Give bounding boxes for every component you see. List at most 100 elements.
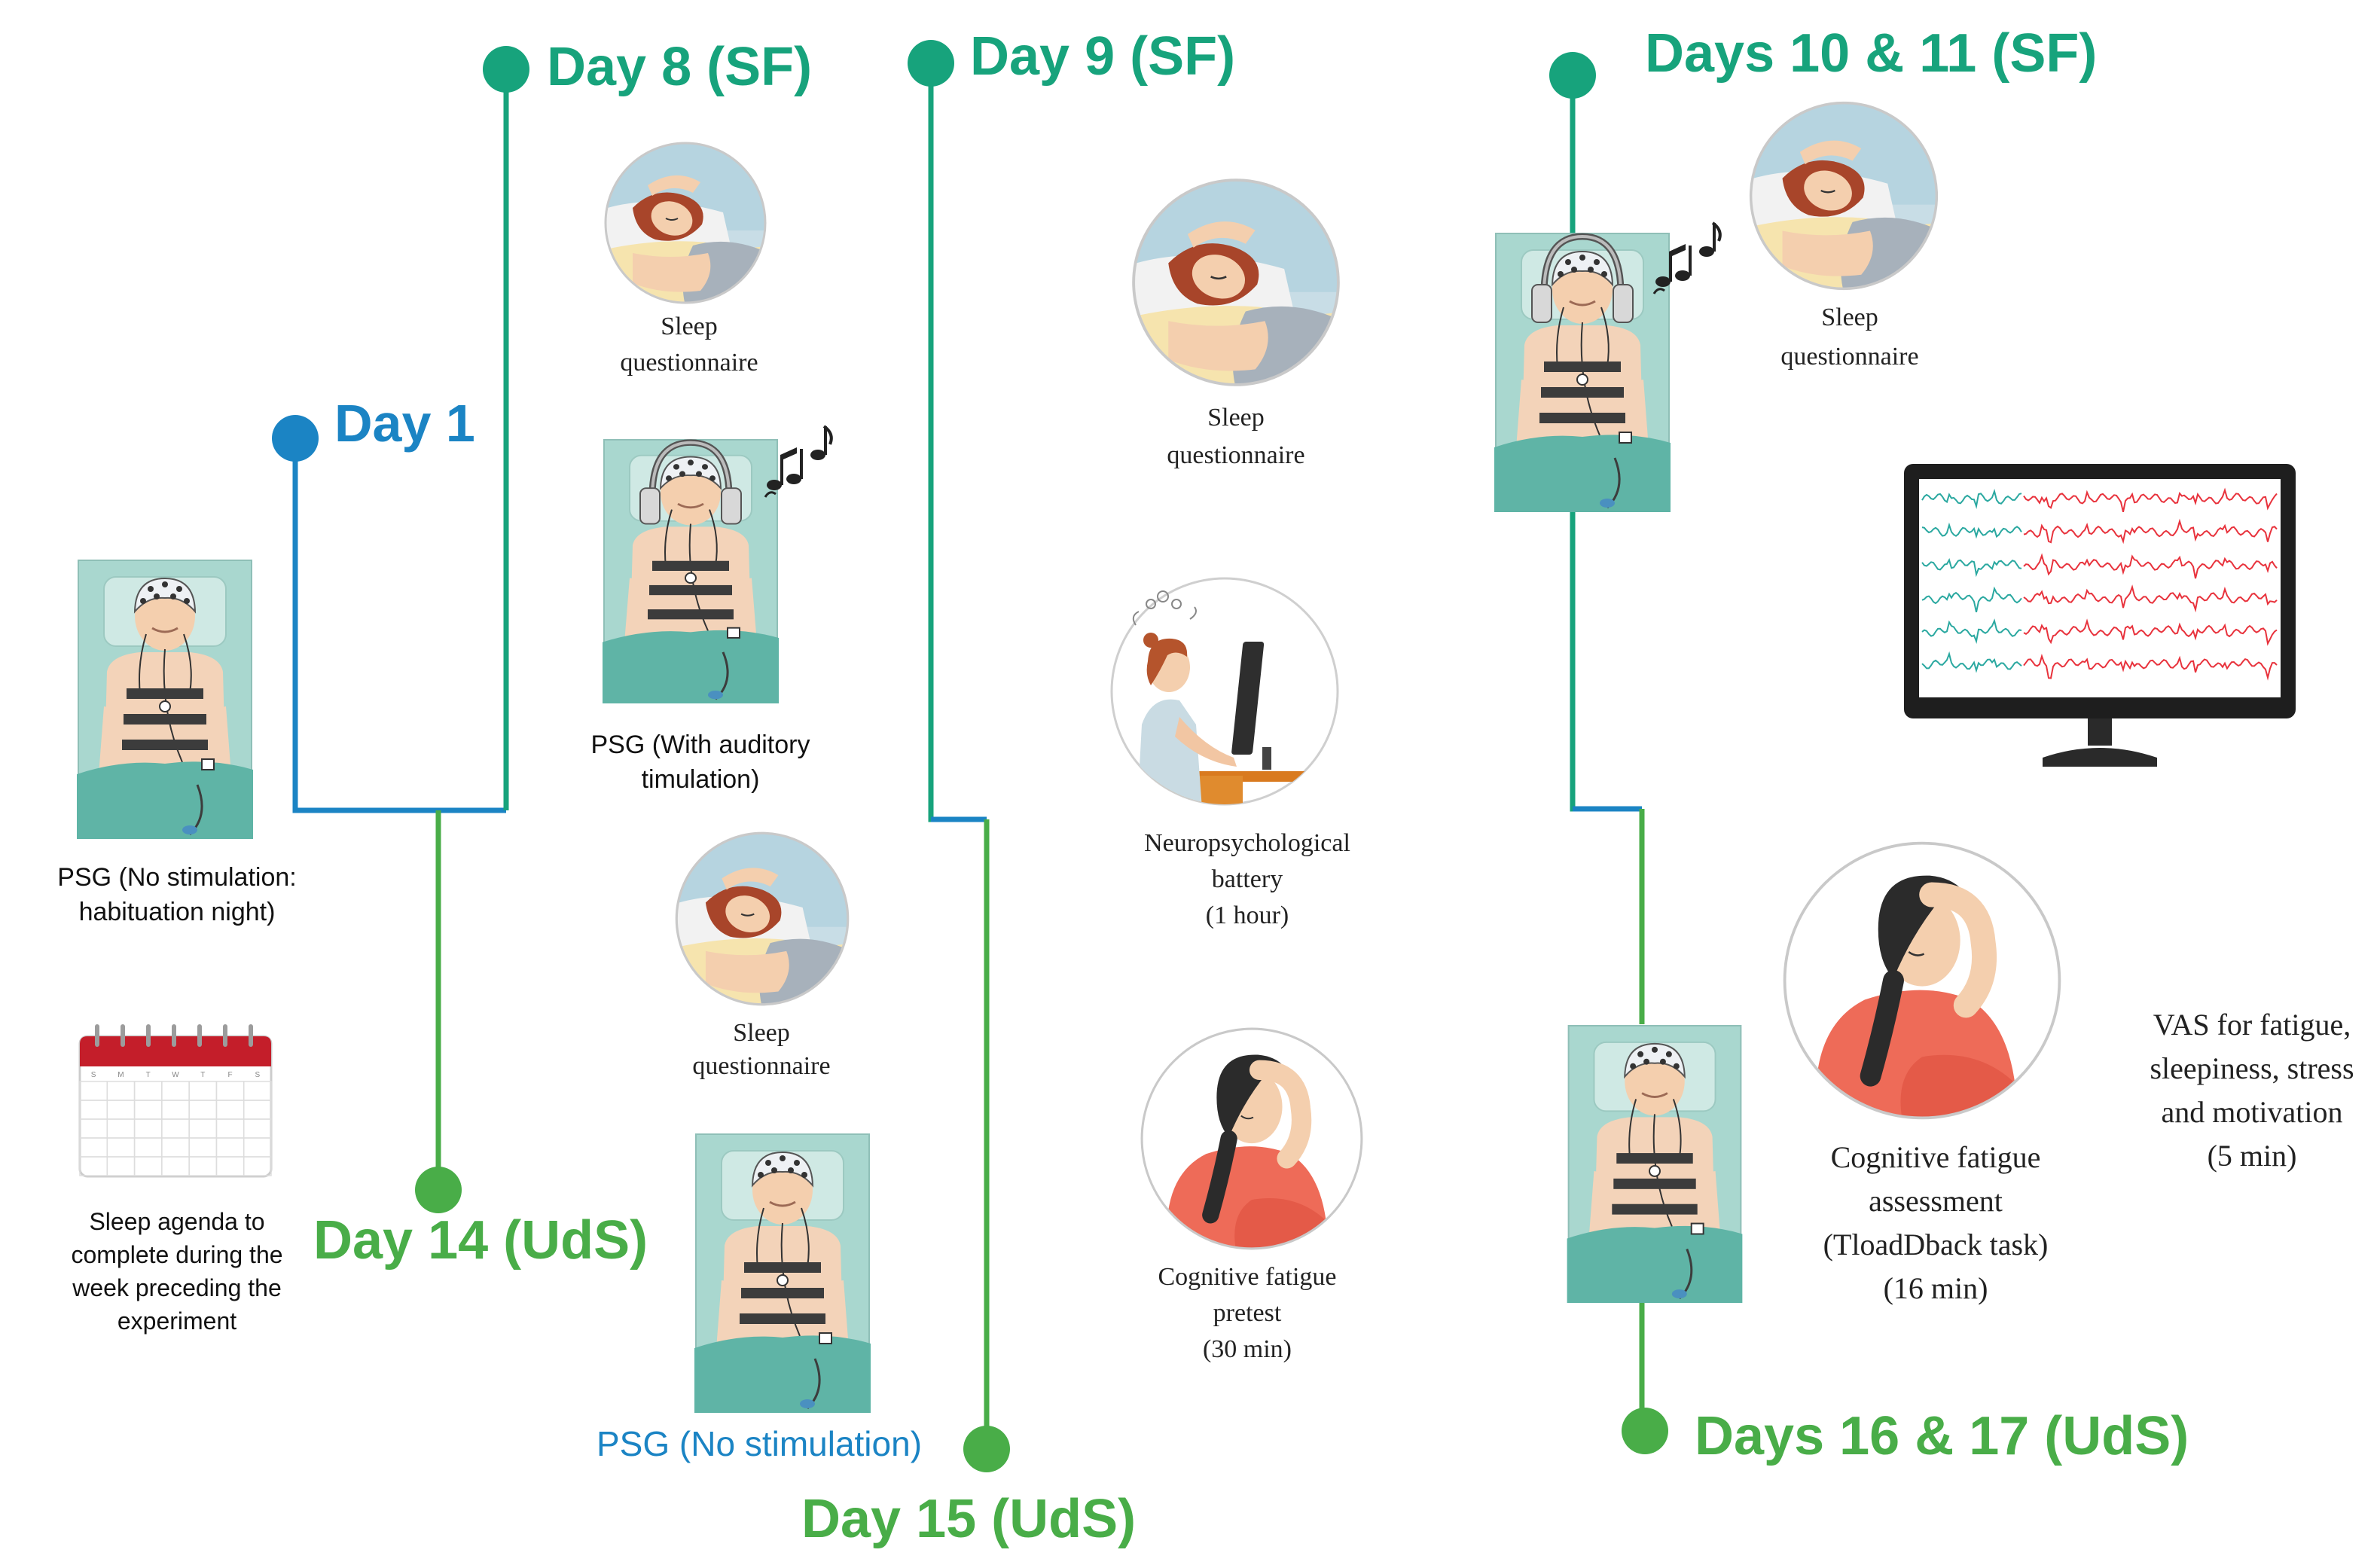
day14-label: Day 14 (UdS) <box>313 1210 648 1271</box>
sleep-questionnaire-caption: Sleep questionnaire <box>587 309 791 381</box>
sleeping-woman-illustration <box>1749 101 1939 291</box>
eeg-trace-segment <box>2023 618 2278 646</box>
caption-line: questionnaire <box>1780 343 1919 371</box>
sleeping-woman-illustration <box>1132 178 1340 386</box>
eeg-trace-segment <box>1921 489 2022 510</box>
eeg-trace-segment <box>2023 653 2278 681</box>
caption-line: week preceding the <box>72 1274 282 1301</box>
caption-line: PSG (No stimulation: <box>57 863 297 892</box>
caption-line: habituation night) <box>78 898 276 926</box>
fatigued-woman-illustration <box>1783 841 2061 1120</box>
calendar-weekday: S <box>91 1071 96 1079</box>
caption-line: questionnaire <box>692 1052 831 1080</box>
sleep-questionnaire-caption: Sleep questionnaire <box>1744 298 1955 377</box>
psg-patient-illustration <box>1567 1024 1743 1303</box>
day8-branch <box>483 46 529 810</box>
music-notes-icon <box>1652 221 1722 294</box>
neuropsychological-battery-caption: Neuropsychological battery (1 hour) <box>1119 825 1375 934</box>
caption-line: assessment <box>1869 1184 2003 1218</box>
calendar-ring <box>197 1024 202 1047</box>
eeg-trace-segment <box>1921 558 2022 578</box>
caption-line: and motivation <box>2161 1095 2343 1129</box>
day15-label: Day 15 (UdS) <box>801 1489 1137 1549</box>
calendar-rings <box>95 1024 253 1047</box>
eeg-trace-segment <box>2023 487 2278 513</box>
psg-habituation-caption: PSG (No stimulation: habituation night) <box>15 860 339 929</box>
psg-auditory-caption: PSG (With auditory timulation) <box>572 728 828 797</box>
calendar-ring <box>223 1024 227 1047</box>
caption-line: experiment <box>117 1307 237 1335</box>
psg-patient-illustration <box>77 560 253 839</box>
day8-dot <box>483 46 529 93</box>
caption-line: Sleep <box>1207 404 1265 432</box>
days16-17-label: Days 16 & 17 (UdS) <box>1695 1406 2189 1466</box>
calendar-weekday: F <box>228 1071 233 1079</box>
eeg-monitor-illustration <box>1904 464 2296 767</box>
days16-17-branch <box>1622 809 1668 1454</box>
caption-line: complete during the <box>71 1241 283 1268</box>
caption-line: sleepiness, stress <box>2150 1051 2354 1085</box>
caption-line: VAS for fatigue, <box>2153 1008 2351 1042</box>
calendar-weekday: M <box>117 1071 124 1079</box>
caption-line: timulation) <box>641 765 760 794</box>
eeg-traces <box>1921 487 2278 681</box>
caption-line: questionnaire <box>620 349 758 377</box>
calendar-weekday: S <box>255 1071 261 1079</box>
day15-dot <box>963 1426 1010 1472</box>
caption-line: Neuropsychological <box>1144 829 1350 857</box>
eeg-trace-segment <box>2023 553 2278 579</box>
calendar-ring <box>146 1024 151 1047</box>
sleep-questionnaire-caption: Sleep questionnaire <box>1134 399 1338 474</box>
caption-line: questionnaire <box>1167 441 1305 469</box>
eeg-trace-segment <box>1921 618 2022 644</box>
sleep-questionnaire-caption: Sleep questionnaire <box>660 1017 863 1083</box>
caption-line: (TloadDback task) <box>1823 1228 2049 1261</box>
calendar-ring <box>121 1024 125 1047</box>
monitor-screen <box>1919 479 2281 697</box>
caption-line: Sleep <box>733 1019 790 1047</box>
eeg-trace-segment <box>1921 586 2022 613</box>
eeg-trace-segment <box>1921 522 2022 539</box>
caption-line: (30 min) <box>1202 1335 1292 1363</box>
day8-label: Day 8 (SF) <box>547 37 813 97</box>
cognitive-fatigue-pretest-caption: Cognitive fatigue pretest (30 min) <box>1134 1259 1360 1368</box>
fatigued-woman-illustration <box>1140 1027 1363 1250</box>
sleeping-woman-illustration <box>604 142 767 304</box>
psg-auditory-illustration <box>603 438 779 703</box>
caption-line: Sleep <box>1821 304 1878 331</box>
caption-line: (1 hour) <box>1205 901 1289 929</box>
calendar-ring <box>172 1024 176 1047</box>
eeg-trace-segment <box>2023 584 2278 613</box>
days10-11-label: Days 10 & 11 (SF) <box>1645 23 2098 84</box>
days16-17-dot <box>1622 1408 1668 1454</box>
caption-line: pretest <box>1213 1299 1282 1327</box>
day9-branch <box>908 40 987 822</box>
caption-line: (5 min) <box>2207 1139 2297 1173</box>
day1-dot <box>272 415 319 462</box>
psg-no-stimulation-caption: PSG (No stimulation) <box>597 1424 923 1463</box>
caption-line: Sleep <box>661 313 718 340</box>
day9-label: Day 9 (SF) <box>970 26 1236 87</box>
day1-label: Day 1 <box>334 394 475 453</box>
calendar-ring <box>95 1024 99 1047</box>
day14-branch <box>415 810 462 1213</box>
day14-dot <box>415 1167 462 1213</box>
cognitive-fatigue-assessment-caption: Cognitive fatigue assessment (TloadDback… <box>1785 1136 2086 1310</box>
caption-line: Cognitive fatigue <box>1158 1263 1337 1291</box>
calendar-weekday: T <box>146 1071 151 1079</box>
caption-line: PSG (With auditory <box>590 731 810 759</box>
psg-patient-illustration <box>694 1133 871 1413</box>
sleep-agenda-caption: Sleep agenda to complete during the week… <box>30 1205 324 1338</box>
caption-line: battery <box>1211 865 1283 893</box>
music-notes-icon <box>764 425 833 498</box>
sleeping-woman-illustration <box>675 831 850 1006</box>
calendar-cell <box>243 1156 272 1176</box>
day9-dot <box>908 40 954 87</box>
eeg-trace-segment <box>1921 651 2022 673</box>
calendar-weekday: T <box>200 1071 205 1079</box>
woman-at-computer-illustration <box>1110 577 1339 806</box>
